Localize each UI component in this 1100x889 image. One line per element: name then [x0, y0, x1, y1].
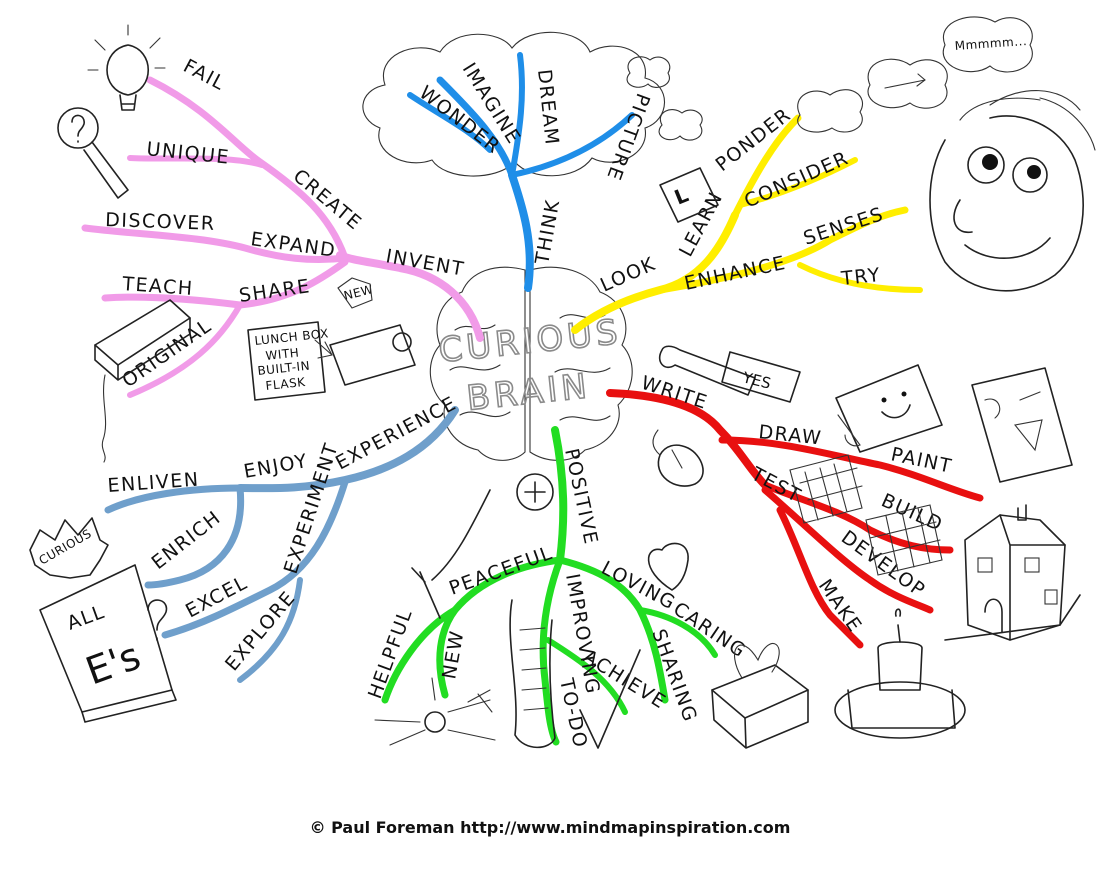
- label-build: BUILD: [878, 489, 947, 536]
- sign-letter: L: [671, 183, 692, 210]
- lunchbox-line-3: BUILT-IN: [257, 359, 311, 378]
- wand-icon: [411, 489, 491, 619]
- label-consider: CONSIDER: [741, 147, 852, 213]
- curious-box-icon: CURIOUS ALL E's: [29, 517, 177, 723]
- cloud-text: Mmmmm...: [954, 34, 1027, 53]
- lunchbox-line-4: FLASK: [265, 375, 307, 393]
- label-peaceful: PEACEFUL: [446, 542, 556, 600]
- copyright-credit: © Paul Foreman http://www.mindmapinspira…: [309, 818, 791, 837]
- magnifying-glass-icon: [57, 107, 129, 199]
- label-fail: FAIL: [180, 55, 230, 95]
- label-enjoy: ENJOY: [242, 450, 310, 483]
- label-write: WRITE: [638, 372, 710, 414]
- branch-positive: POSITIVE PEACEFUL HELPFUL NEW IMPROVING …: [364, 426, 750, 751]
- lunchbox-line-1: LUNCH BOX: [254, 326, 330, 348]
- thought-clouds: Mmmmm...: [626, 16, 1033, 141]
- label-picture: PICTURE: [602, 90, 654, 184]
- light-bulb-icon: [87, 24, 166, 111]
- flask-box-icon: NEW: [314, 277, 416, 386]
- all-text: ALL: [64, 601, 108, 635]
- cartoon-face-icon: [929, 90, 1096, 292]
- label-unique: UNIQUE: [145, 138, 230, 169]
- lunchbox-note: LUNCH BOX WITH BUILT-IN FLASK: [247, 321, 330, 401]
- label-teach: TEACH: [121, 273, 195, 300]
- sunny-face-icon: [374, 677, 496, 746]
- scroll-list-icon: [509, 599, 556, 749]
- label-caring: CARING: [669, 598, 750, 663]
- smiling-paper-icon: [835, 364, 943, 453]
- brain-right-hemisphere: [529, 266, 633, 461]
- label-enhance: ENHANCE: [682, 252, 788, 295]
- checkmark-icon: [579, 649, 641, 749]
- cake-icon: [834, 608, 966, 739]
- book-icon: [94, 299, 191, 463]
- center-title-line2: BRAIN: [465, 366, 593, 419]
- computer-mouse-icon: [652, 429, 704, 487]
- lunchbox-line-2: WITH: [265, 346, 300, 363]
- gift-box-icon: [711, 642, 809, 749]
- think-cloud: [362, 31, 666, 177]
- plus-badge-icon: [516, 473, 554, 511]
- label-share: SHARE: [238, 275, 312, 307]
- drawing-board-icon: [971, 367, 1073, 483]
- heart-icon: [647, 542, 689, 591]
- label-dream: DREAM: [533, 68, 563, 147]
- house-icon: [944, 504, 1081, 641]
- label-senses: SENSES: [801, 203, 887, 250]
- label-discover: DISCOVER: [105, 209, 216, 235]
- label-think: THINK: [531, 197, 564, 266]
- e-text: E's: [80, 634, 146, 694]
- label-try: TRY: [839, 264, 882, 290]
- brain-left-hemisphere: [429, 266, 526, 461]
- checkbox-grid-icon: [789, 454, 943, 576]
